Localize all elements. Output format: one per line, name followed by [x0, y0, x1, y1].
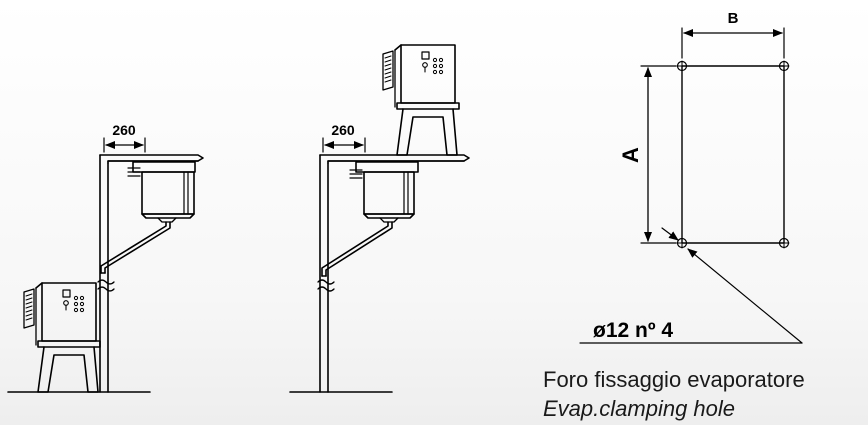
- left-dimension-260: 260: [103, 122, 146, 153]
- middle-dimension-label: 260: [331, 122, 355, 138]
- mounting-hole-top-right: [778, 60, 790, 72]
- mounting-hole-bottom-left: [676, 237, 688, 249]
- hole-pattern: B A ø12 nº 4: [579, 10, 803, 344]
- middle-refrigerant-pipe: [321, 221, 393, 277]
- dimension-b: B: [681, 10, 785, 59]
- hole-spec-label: ø12 nº 4: [593, 319, 673, 342]
- middle-roof-slab: [319, 154, 470, 164]
- hole-leader-lines: [579, 227, 803, 344]
- mounting-hole-top-left: [676, 60, 688, 72]
- left-evaporator: [127, 161, 196, 223]
- left-dimension-label: 260: [112, 122, 136, 138]
- left-ceiling-slab: [99, 154, 204, 164]
- middle-dimension-260: 260: [322, 122, 366, 153]
- middle-wall-column: [317, 154, 335, 393]
- dimension-b-label: B: [728, 10, 739, 27]
- middle-condensing-unit: [382, 44, 460, 156]
- caption-english: Evap.clamping hole: [543, 396, 736, 421]
- middle-installation: 260: [289, 44, 470, 393]
- caption-italian: Foro fissaggio evaporatore: [543, 367, 805, 392]
- left-installation: 260: [7, 122, 204, 393]
- hole-pattern-outline: [681, 65, 785, 244]
- middle-evaporator: [349, 161, 419, 223]
- left-condensing-unit: [23, 282, 101, 393]
- left-wall-column: [97, 154, 115, 393]
- dimension-a: A: [618, 65, 677, 244]
- left-refrigerant-pipe: [100, 221, 171, 274]
- dimension-a-label: A: [618, 147, 643, 163]
- mounting-hole-bottom-right: [778, 237, 790, 249]
